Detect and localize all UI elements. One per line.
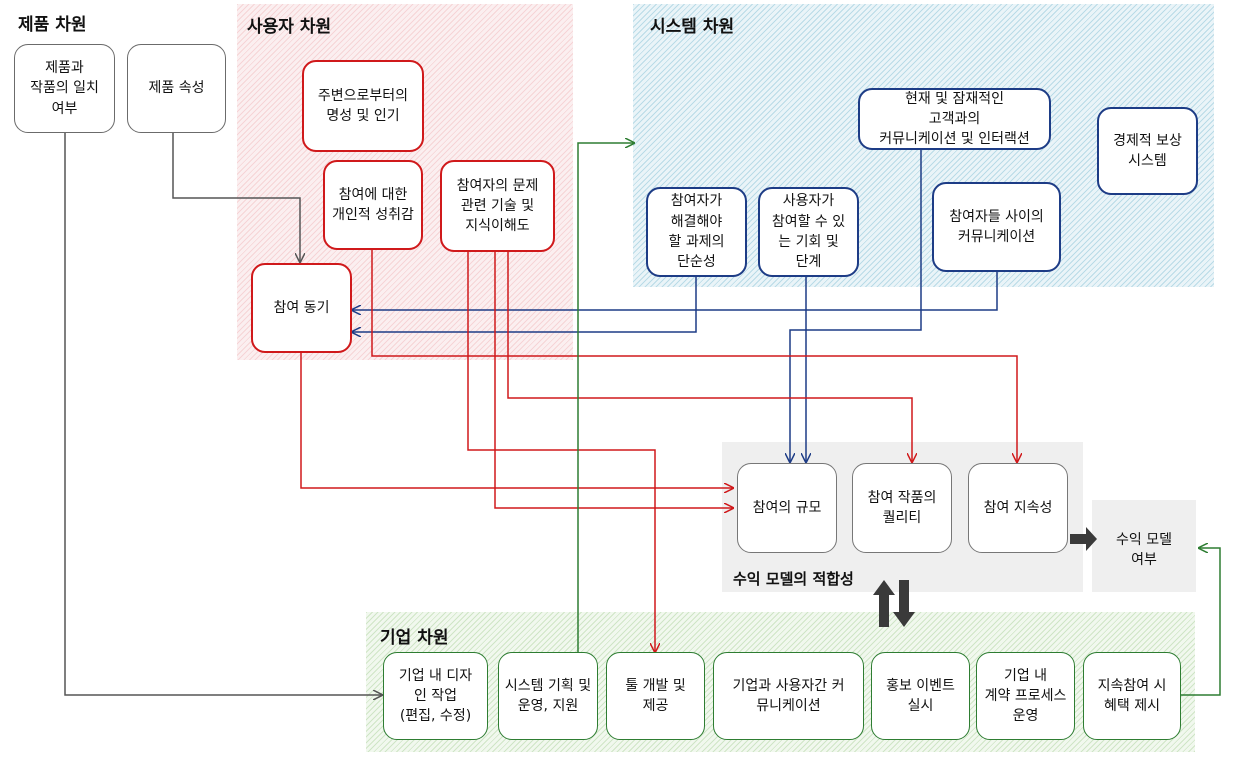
achievement-box: 참여에 대한 개인적 성취감 [323,160,423,250]
system-dimension-title: 시스템 차원 [650,17,735,37]
tool-development-box: 툴 개발 및 제공 [606,652,705,740]
system-planning-box: 시스템 기획 및 운영, 지원 [498,652,598,740]
user-dimension-title: 사용자 차원 [247,17,332,37]
promotion-event-box: 홍보 이벤트 실시 [871,652,970,740]
arrow-motivation-to-scale [300,352,733,488]
design-work-box: 기업 내 디자 인 작업 (편집, 수정) [383,652,488,740]
product-match-box: 제품과 작품의 일치 여부 [14,44,115,133]
opportunity-box: 사용자가 참여할 수 있 는 기회 및 단계 [758,187,859,277]
product-dimension-title: 제품 차원 [18,15,87,35]
company-dimension-title: 기업 차원 [380,628,449,648]
revenue-fit-title: 수익 모델의 적합성 [733,570,854,588]
knowledge-box: 참여자의 문제 관련 기술 및 지식이해도 [440,160,555,252]
quality-box: 참여 작품의 퀄리티 [852,463,952,553]
motivation-box: 참여 동기 [251,263,352,353]
revenue-model-label: 수익 모델 여부 [1116,532,1172,569]
participation-benefit-box: 지속참여 시 혜택 제시 [1083,652,1181,740]
peer-communication-box: 참여자들 사이의 커뮤니케이션 [932,182,1061,272]
revenue-model-region [1092,500,1196,592]
arrow-system-plan-to-system [577,143,634,652]
company-user-communication-box: 기업과 사용자간 커 뮤니케이션 [713,652,864,740]
scale-box: 참여의 규모 [737,463,837,553]
product-attribute-box: 제품 속성 [127,44,226,133]
contract-process-box: 기업 내 계약 프로세스 운영 [976,652,1075,740]
persistence-box: 참여 지속성 [968,463,1068,553]
reputation-box: 주변으로부터의 명성 및 인기 [302,60,424,152]
communication-box: 현재 및 잠재적인 고객과의 커뮤니케이션 및 인터랙션 [858,88,1051,150]
reward-box: 경제적 보상 시스템 [1097,107,1198,195]
simplicity-box: 참여자가 해결해야 할 과제의 단순성 [646,187,747,277]
